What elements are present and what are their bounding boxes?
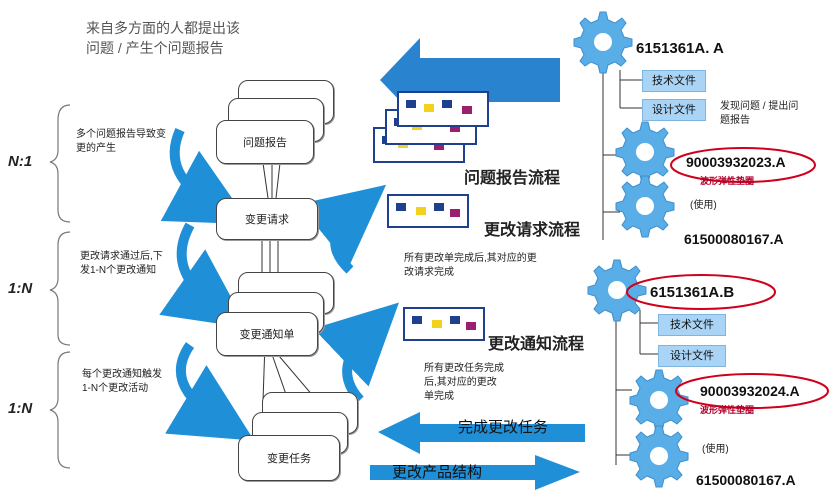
doc-box[interactable]: 设计文件 (658, 345, 726, 367)
change-structure-arrow (370, 455, 580, 490)
ratio-label: 1:N (8, 280, 33, 297)
issue-note: 发现问题 / 提出问题报告 (720, 101, 799, 126)
curved-arrows (159, 127, 399, 441)
note-text: 所有更改任务完成后,其对应的更改单完成 (424, 363, 504, 402)
process-label: 问题报告流程 (464, 170, 561, 187)
part-number: 6151361A. A (636, 40, 724, 57)
note-text: 多个问题报告导致变更的产生 (76, 129, 166, 154)
gear-icon (629, 369, 689, 432)
card-label: 变更通知单 (239, 329, 295, 341)
arrow-text: 完成更改任务 (458, 419, 549, 436)
use-label: (使用) (702, 444, 729, 455)
change-request-card[interactable]: 变更请求 (216, 198, 318, 240)
process-thumbnails (373, 91, 489, 341)
highlight-ellipse (670, 147, 816, 183)
process-label: 更改请求流程 (484, 222, 581, 239)
doc-box[interactable]: 技术文件 (642, 70, 706, 92)
card-label: 问题报告 (243, 137, 287, 149)
use-label: (使用) (690, 200, 717, 211)
part-subname: 波形弹性垫圈 (700, 405, 755, 415)
problem-report-card[interactable]: 问题报告 (216, 120, 314, 164)
part-number: 61500080167.A (684, 231, 784, 247)
part-subname: 波形弹性垫圈 (700, 176, 755, 186)
ratio-label: 1:N (8, 400, 33, 417)
doc-box[interactable]: 技术文件 (658, 314, 726, 336)
gear-icon (573, 11, 633, 74)
gear-icon (615, 175, 675, 238)
change-task-card[interactable]: 变更任务 (238, 435, 340, 481)
doc-box[interactable]: 设计文件 (642, 99, 706, 121)
note-text: 每个更改通知触发1-N个更改活动 (82, 369, 162, 394)
highlight-ellipse (626, 274, 776, 310)
arrow-text: 更改产品结构 (392, 464, 483, 481)
change-notice-card[interactable]: 变更通知单 (216, 312, 318, 356)
ratio-label: N:1 (8, 153, 33, 170)
part-number: 61500080167.A (696, 472, 796, 488)
bottom-tree-lines (615, 310, 658, 465)
gear-icon (629, 425, 689, 488)
brackets (49, 104, 71, 469)
card-label: 变更请求 (245, 214, 289, 226)
part-number: 90003932023.A (686, 154, 786, 170)
gear-icon (615, 121, 675, 184)
part-number: 90003932024.A (700, 383, 800, 399)
intro-text: 来自多方面的人都提出该问题 / 产生个问题报告 (86, 20, 240, 56)
card-label: 变更任务 (267, 453, 311, 465)
part-number: 6151361A.B (650, 284, 735, 301)
process-label: 更改通知流程 (488, 336, 585, 353)
gear-icon (587, 259, 647, 322)
highlight-ellipse (675, 373, 829, 409)
note-text: 所有更改单完成后,其对应的更改请求完成 (404, 253, 537, 278)
note-text: 更改请求通过后,下发1-N个更改通知 (80, 251, 163, 276)
complete-task-arrow (378, 412, 585, 454)
